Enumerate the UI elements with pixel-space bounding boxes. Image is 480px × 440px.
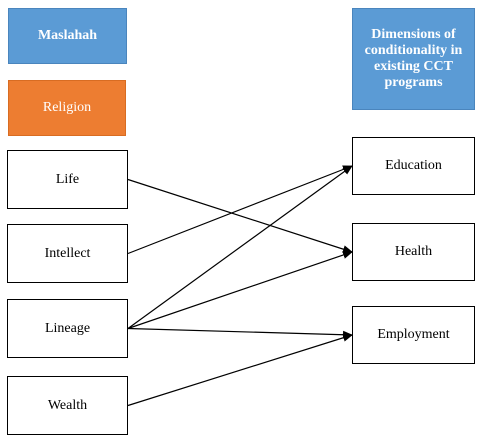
arrow-intellect-to-education bbox=[127, 165, 353, 255]
node-employment-label: Employment bbox=[377, 327, 450, 342]
cct-dimensions-header: Dimensions of conditionality in existing… bbox=[352, 8, 475, 110]
node-intellect: Intellect bbox=[7, 224, 128, 283]
arrow-lineage-to-health bbox=[127, 251, 353, 330]
node-intellect-label: Intellect bbox=[44, 245, 91, 261]
node-health-label: Health bbox=[394, 244, 433, 259]
cct-dimensions-header-label: Dimensions of conditionality in existing… bbox=[364, 27, 463, 90]
node-health: Health bbox=[352, 223, 475, 281]
node-lineage-label: Lineage bbox=[44, 320, 91, 336]
node-wealth-label: Wealth bbox=[47, 397, 88, 413]
arrow-lineage-to-employment bbox=[127, 327, 353, 339]
arrow-lineage-to-education bbox=[127, 165, 353, 329]
node-lineage: Lineage bbox=[7, 299, 128, 358]
religion-box-label: Religion bbox=[42, 100, 92, 115]
arrow-wealth-to-employment bbox=[127, 333, 353, 407]
node-employment: Employment bbox=[352, 306, 475, 364]
node-life-label: Life bbox=[55, 171, 80, 187]
maslahah-header-label: Maslahah bbox=[37, 28, 98, 43]
religion-box: Religion bbox=[8, 80, 126, 136]
maslahah-header: Maslahah bbox=[8, 8, 127, 64]
node-education: Education bbox=[352, 137, 475, 195]
arrow-life-to-health bbox=[127, 178, 353, 254]
node-wealth: Wealth bbox=[7, 376, 128, 435]
node-life: Life bbox=[7, 150, 128, 209]
node-education-label: Education bbox=[385, 158, 442, 173]
